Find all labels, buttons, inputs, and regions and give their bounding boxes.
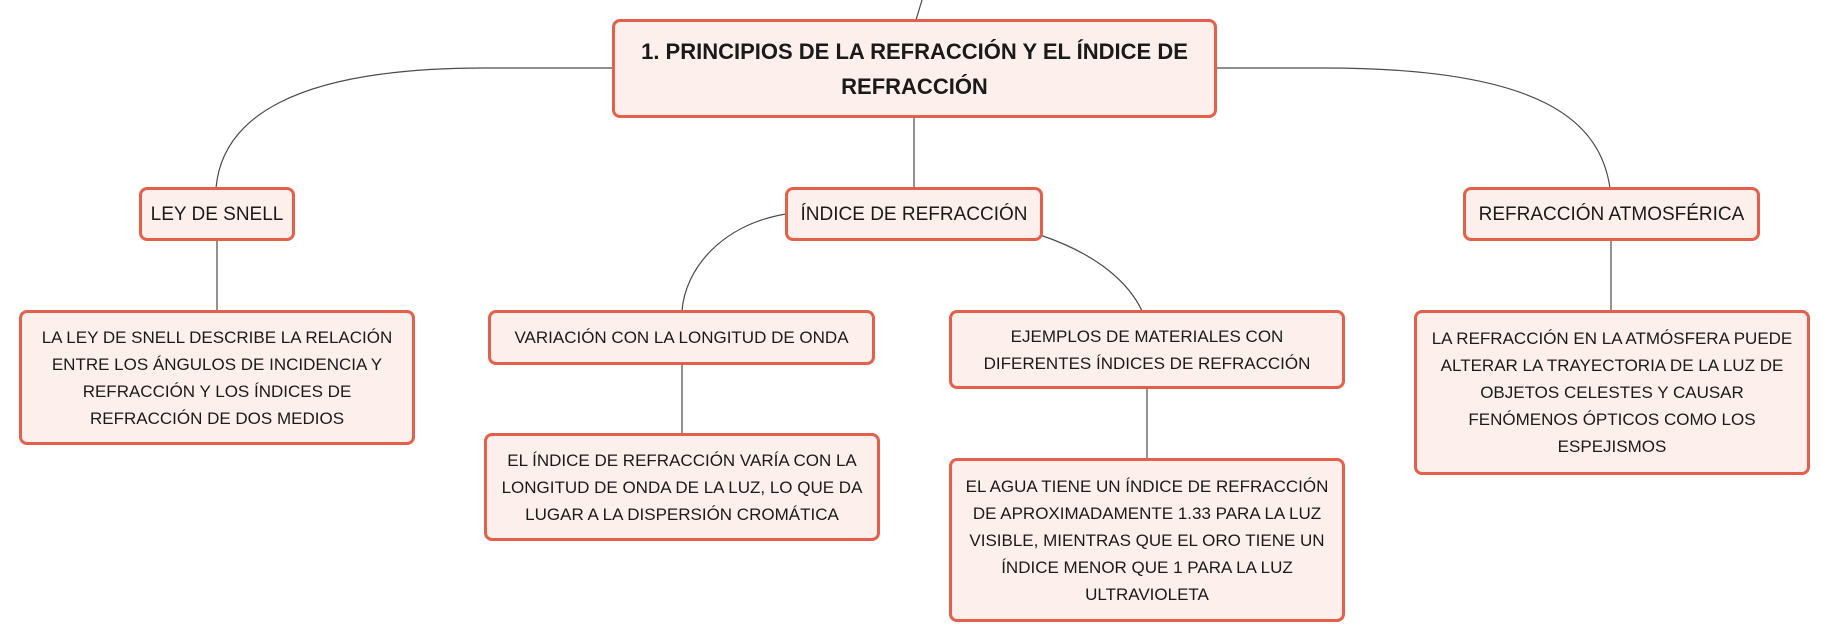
connector-root-to-ley-de-snell <box>215 67 612 189</box>
branch-refraccion-atmosferica[interactable]: REFRACCIÓN ATMOSFÉRICA <box>1463 187 1760 241</box>
detail-variacion-longitud-onda-text: EL ÍNDICE DE REFRACCIÓN VARÍA CON LA LON… <box>501 450 863 524</box>
detail-ley-de-snell[interactable]: LA LEY DE SNELL DESCRIBE LA RELACIÓN ENT… <box>19 310 415 445</box>
branch-indice-de-refraccion[interactable]: ÍNDICE DE REFRACCIÓN <box>785 187 1043 241</box>
branch-ley-de-snell[interactable]: LEY DE SNELL <box>139 187 295 241</box>
detail-variacion-longitud-onda[interactable]: EL ÍNDICE DE REFRACCIÓN VARÍA CON LA LON… <box>484 433 880 541</box>
root-topic-label: 1. PRINCIPIOS DE LA REFRACCIÓN Y EL ÍNDI… <box>641 38 1188 99</box>
branch-indice-de-refraccion-label: ÍNDICE DE REFRACCIÓN <box>800 203 1028 225</box>
subtopic-ejemplos-materiales[interactable]: EJEMPLOS DE MATERIALES CON DIFERENTES ÍN… <box>949 310 1345 389</box>
detail-ley-de-snell-text: LA LEY DE SNELL DESCRIBE LA RELACIÓN ENT… <box>41 327 393 428</box>
subtopic-variacion-longitud-onda-label: VARIACIÓN CON LA LONGITUD DE ONDA <box>514 328 849 347</box>
detail-refraccion-atmosferica[interactable]: LA REFRACCIÓN EN LA ATMÓSFERA PUEDE ALTE… <box>1414 310 1810 475</box>
branch-ley-de-snell-label: LEY DE SNELL <box>150 203 284 225</box>
detail-ejemplos-materiales-text: EL AGUA TIENE UN ÍNDICE DE REFRACCIÓN DE… <box>965 476 1329 604</box>
connector-indice-to-variacion <box>681 213 787 312</box>
detail-refraccion-atmosferica-text: LA REFRACCIÓN EN LA ATMÓSFERA PUEDE ALTE… <box>1431 329 1793 456</box>
subtopic-variacion-longitud-onda[interactable]: VARIACIÓN CON LA LONGITUD DE ONDA <box>488 310 875 365</box>
subtopic-ejemplos-materiales-label: EJEMPLOS DE MATERIALES CON DIFERENTES ÍN… <box>983 326 1311 373</box>
branch-refraccion-atmosferica-label: REFRACCIÓN ATMOSFÉRICA <box>1478 203 1745 225</box>
connector-indice-to-ejemplos <box>1039 234 1143 312</box>
connector-parent-to-root <box>915 0 923 21</box>
root-topic[interactable]: 1. PRINCIPIOS DE LA REFRACCIÓN Y EL ÍNDI… <box>612 19 1217 118</box>
detail-ejemplos-materiales[interactable]: EL AGUA TIENE UN ÍNDICE DE REFRACCIÓN DE… <box>949 458 1345 622</box>
connector-root-to-atmosferica <box>1215 67 1611 189</box>
